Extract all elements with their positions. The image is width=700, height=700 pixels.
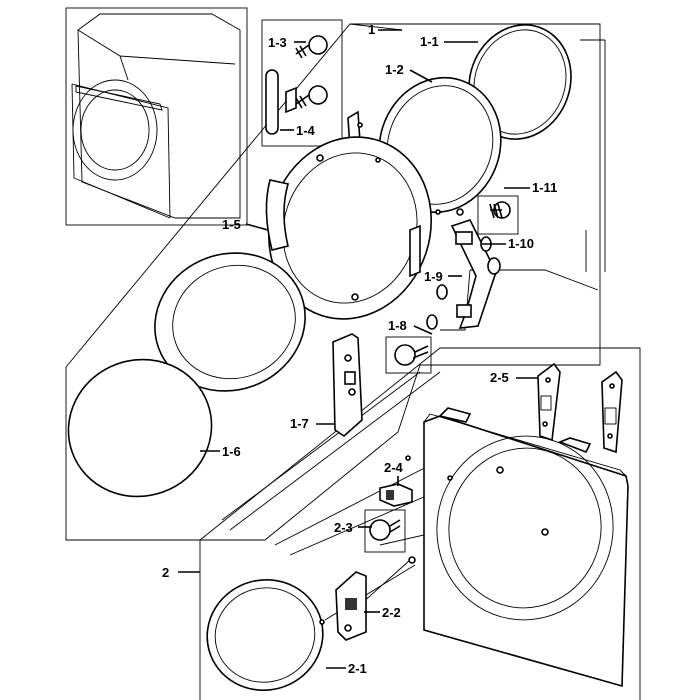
label-1-10: 1-10 <box>508 236 534 251</box>
label-1-4: 1-4 <box>296 123 316 138</box>
label-1-8: 1-8 <box>388 318 407 333</box>
label-2-2: 2-2 <box>382 605 401 620</box>
label-leaders <box>178 23 538 669</box>
label-1-7: 1-7 <box>290 416 309 431</box>
group-2-boundary <box>199 347 641 700</box>
label-2-5: 2-5 <box>490 370 509 385</box>
part-2-2-switch-plate <box>319 571 367 641</box>
part-1-6-door-cover <box>67 252 306 498</box>
label-2: 2 <box>162 565 169 580</box>
label-1-6: 1-6 <box>222 444 241 459</box>
label-2-1: 2-1 <box>348 661 367 676</box>
part-1-5-door-frame <box>265 136 441 320</box>
part-1-3-screws <box>261 19 343 147</box>
label-1-3: 1-3 <box>268 35 287 50</box>
part-1-9-door-hook <box>426 219 497 330</box>
part-1-11-spring <box>456 195 519 235</box>
label-2-3: 2-3 <box>334 520 353 535</box>
label-1-5: 1-5 <box>222 217 241 232</box>
label-1-9: 1-9 <box>424 269 443 284</box>
part-2-1-gasket <box>206 578 324 692</box>
label-1: 1 <box>368 22 375 37</box>
part-1-8-screw <box>385 336 432 374</box>
washer-overview-inset <box>65 7 248 226</box>
label-1-2: 1-2 <box>385 62 404 77</box>
part-2-front-panel <box>405 407 629 688</box>
part-2-4-latch <box>379 483 413 507</box>
part-2-5-brackets <box>537 362 623 454</box>
part-1-7-hinge <box>332 333 363 438</box>
part-2-3-screw <box>364 509 406 553</box>
label-1-11: 1-11 <box>532 180 557 195</box>
label-1-1: 1-1 <box>420 34 439 49</box>
label-2-4: 2-4 <box>384 460 404 475</box>
part-labels: 1 1-1 1-2 1-3 1-4 1-5 1-6 1-7 1-8 1-9 1-… <box>162 22 557 676</box>
